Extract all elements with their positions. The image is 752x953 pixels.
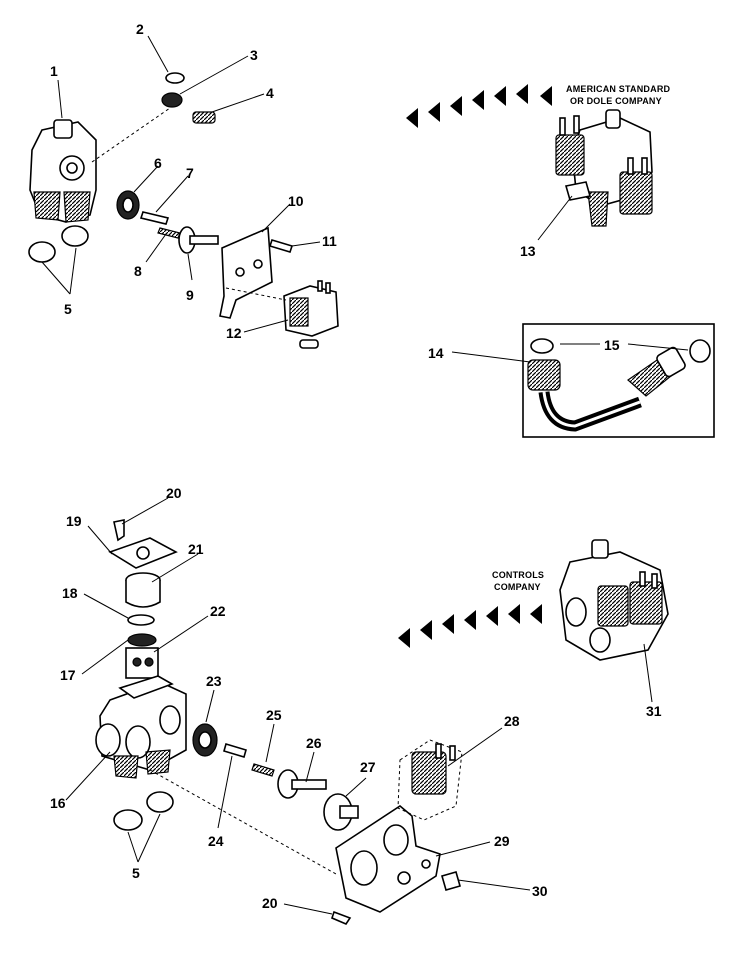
screen-washer-upper-a (28, 241, 56, 263)
part-21-cap (125, 572, 161, 608)
callout-3: 3 (250, 47, 258, 63)
part-17-seal (127, 633, 157, 647)
part-13-valve-assembly (555, 109, 653, 227)
part-2-washer (165, 72, 185, 84)
leader-lines (41, 35, 689, 915)
part-25-spring (251, 763, 275, 777)
part-20-screw-bottom (331, 910, 352, 925)
upper-valve-body (29, 119, 97, 223)
callout-1: 1 (50, 63, 58, 79)
callout-25: 25 (266, 707, 282, 723)
part-28-solenoid-coil (397, 739, 463, 821)
callout-31: 31 (646, 703, 662, 719)
part-15-o-ring-left (530, 338, 554, 354)
callout-13: 13 (520, 243, 536, 259)
callout-11: 11 (322, 233, 337, 249)
part-29-bracket (335, 805, 441, 913)
part-9-plunger (178, 226, 219, 254)
callout-18: 18 (62, 585, 78, 601)
part-31-valve-assembly (559, 539, 669, 661)
arrow-row-american (406, 84, 552, 128)
callout-27: 27 (360, 759, 376, 775)
screen-washer-lower-b (146, 791, 174, 813)
callout-7: 7 (186, 165, 194, 181)
callout-28: 28 (504, 713, 520, 729)
part-12-solenoid-coil (283, 280, 339, 349)
part-23-diaphragm (192, 723, 218, 757)
callout-16: 16 (50, 795, 66, 811)
callout-20-top: 20 (166, 485, 182, 501)
callout-21: 21 (188, 541, 204, 557)
callout-30: 30 (532, 883, 548, 899)
screen-washer-upper-b (61, 225, 89, 247)
callout-numbers: 1 2 3 4 5 6 7 8 9 10 11 12 13 14 15 16 1… (50, 21, 662, 911)
callout-2: 2 (136, 21, 144, 37)
callout-23: 23 (206, 673, 222, 689)
callout-20-bottom: 20 (262, 895, 278, 911)
part-26-plunger (277, 769, 327, 799)
callout-9: 9 (186, 287, 194, 303)
callout-17: 17 (60, 667, 76, 683)
part-8-spring (157, 227, 181, 239)
part-10-bracket (219, 226, 273, 319)
caption-controls-line1: CONTROLS (492, 570, 544, 580)
callout-26: 26 (306, 735, 322, 751)
callout-29: 29 (494, 833, 510, 849)
caption-american-standard-line2: OR DOLE COMPANY (570, 96, 662, 106)
callout-22: 22 (210, 603, 226, 619)
callout-14: 14 (428, 345, 444, 361)
part-3-nut (161, 92, 183, 108)
part-16-valve-body (95, 675, 187, 779)
part-24-pin (223, 743, 247, 758)
part-20-screw-top (113, 519, 125, 542)
part-22-diaphragm (125, 647, 159, 679)
part-11-screw (268, 239, 294, 253)
arrow-row-controls (398, 604, 542, 648)
screen-washer-lower-a (113, 809, 143, 831)
captions: AMERICAN STANDARD OR DOLE COMPANY CONTRO… (492, 84, 671, 592)
caption-american-standard-line1: AMERICAN STANDARD (566, 84, 671, 94)
part-6-diaphragm (116, 190, 140, 220)
callout-10: 10 (288, 193, 304, 209)
part-18-ring (127, 614, 155, 626)
callout-24: 24 (208, 833, 224, 849)
part-15-o-ring-right (689, 339, 711, 363)
part-7-pin (139, 211, 170, 225)
callout-5-lower: 5 (132, 865, 140, 881)
part-14-hose (527, 346, 686, 432)
part-4-spring (192, 111, 216, 124)
callout-5-upper: 5 (64, 301, 72, 317)
callout-6: 6 (154, 155, 162, 171)
part-30-clip (441, 871, 461, 891)
callout-4: 4 (266, 85, 274, 101)
part-27-sleeve (323, 793, 359, 831)
callout-15: 15 (604, 337, 620, 353)
callout-8: 8 (134, 263, 142, 279)
part-19-gasket (108, 537, 178, 569)
callout-12: 12 (226, 325, 242, 341)
caption-controls-line2: COMPANY (494, 582, 541, 592)
callout-19: 19 (66, 513, 82, 529)
